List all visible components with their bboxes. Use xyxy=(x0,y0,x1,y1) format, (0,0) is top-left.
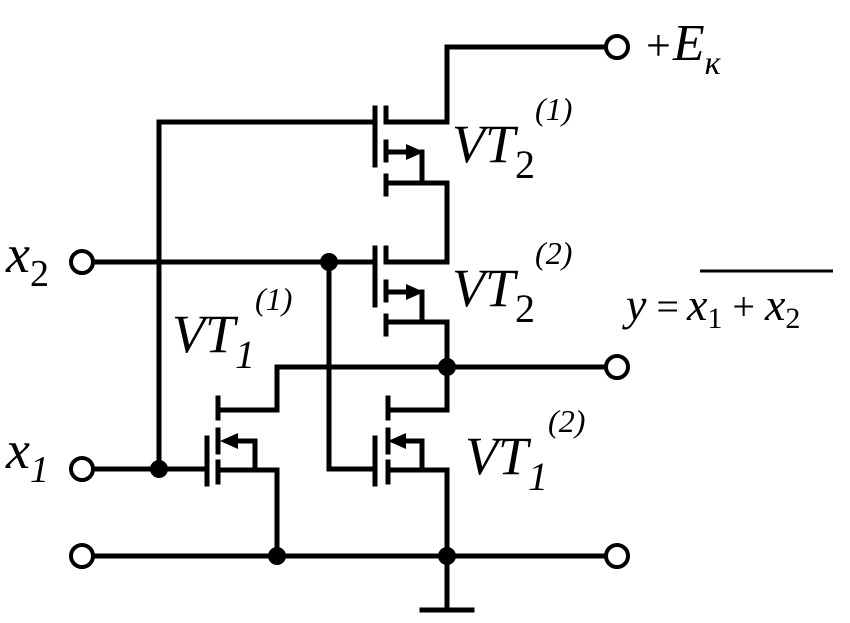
ground-left-terminal xyxy=(69,543,95,569)
series-wire xyxy=(419,180,450,265)
vt1-1-drain-wire xyxy=(217,364,280,413)
output-wire-upper xyxy=(419,319,450,370)
vt1-2-drain-wire xyxy=(385,364,450,413)
vt2-2-label: VT2(2) xyxy=(452,235,572,331)
x1-to-vt2-1-gate xyxy=(156,119,375,472)
arrow-icon xyxy=(220,433,238,449)
vt1-1-label: VT1(1) xyxy=(172,281,292,377)
junction-dot xyxy=(150,460,168,478)
x2-terminal xyxy=(69,249,95,275)
vt1-2-source-wire xyxy=(419,467,450,559)
transistor-vt1-1 xyxy=(204,395,258,487)
junction-dots xyxy=(150,253,456,565)
supply-label: +Eк xyxy=(646,15,722,82)
junction-dot xyxy=(438,358,456,376)
vt1-2-label: VT1(2) xyxy=(465,403,585,499)
vt2-1-label: VT2(1) xyxy=(452,91,572,187)
output-formula: y=x1+x2 xyxy=(622,279,800,335)
supply-terminal xyxy=(604,34,630,60)
x1-label: x1 xyxy=(5,420,49,491)
output-terminal xyxy=(604,354,630,380)
arrow-icon xyxy=(406,144,424,160)
transistor-vt2-2 xyxy=(372,245,425,337)
vt1-1-source-wire xyxy=(252,467,280,559)
junction-dot xyxy=(438,547,456,565)
supply-wire xyxy=(419,44,608,125)
arrow-icon xyxy=(388,433,406,449)
junction-dot xyxy=(320,253,338,271)
ground-right-terminal xyxy=(604,543,630,569)
terminals xyxy=(69,34,630,569)
x2-label: x2 xyxy=(5,224,49,295)
x2-to-vt1-2-gate xyxy=(326,259,375,472)
transistor-vt1-2 xyxy=(372,395,425,487)
x1-terminal xyxy=(69,456,95,482)
arrow-icon xyxy=(406,284,424,300)
transistor-vt2-1 xyxy=(372,105,425,197)
junction-dot xyxy=(268,547,286,565)
